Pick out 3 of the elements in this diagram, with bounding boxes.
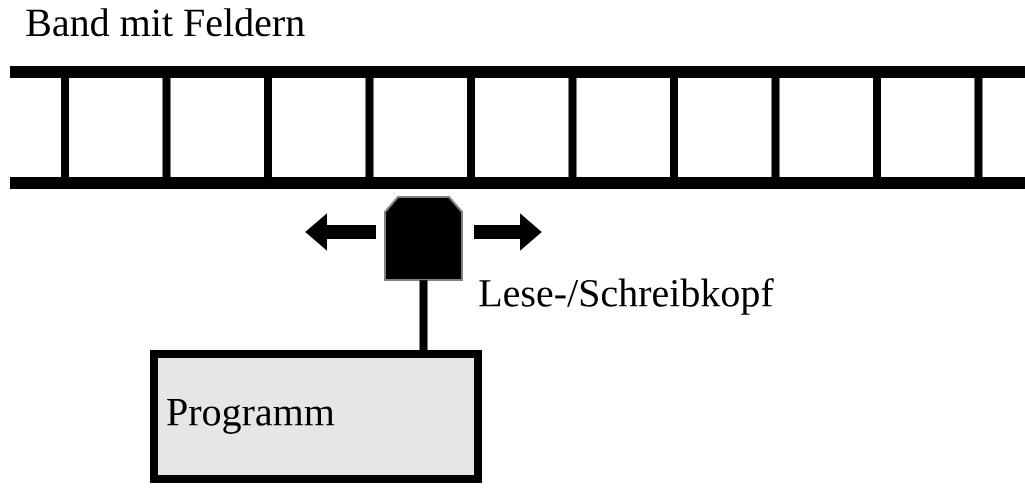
tape-heading: Band mit Feldern (26, 8, 305, 37)
head-label: Lese-/Schreibkopf (479, 278, 774, 315)
program-box: Programm (150, 350, 482, 483)
